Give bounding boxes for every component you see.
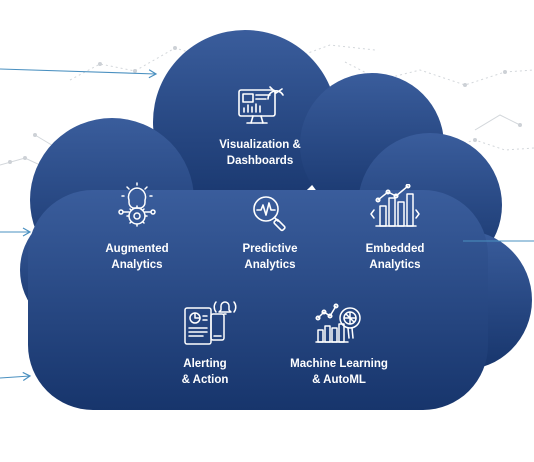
predictive-label-line2: Analytics [244,259,296,271]
bar-chart-code-icon [370,184,420,227]
connector-arrows [0,68,534,381]
feature-machine-learning-automl: Machine Learning & AutoML [283,300,395,388]
visualization-label-line2: Dashboards [226,155,294,167]
feature-augmented-analytics: Augmented Analytics [92,182,182,273]
alerting-label-line1: Alerting [183,358,227,370]
predictive-label-line1: Predictive [242,243,298,255]
brain-gear-icon [118,182,156,227]
report-bell-icon [184,301,237,345]
dashboard-monitor-icon [238,86,284,124]
augmented-label-line1: Augmented [105,243,169,255]
feature-alerting-action: Alerting & Action [160,296,250,388]
chart-magnifier-icon [315,303,361,343]
embedded-label-line1: Embedded [365,243,425,255]
visualization-label-line1: Visualization & [219,139,301,151]
magnifier-pulse-icon [253,196,286,232]
embedded-label-line2: Analytics [369,259,421,271]
ml-label-line1: Machine Learning [290,358,388,370]
alerting-label-line2: & Action [181,374,229,386]
augmented-label-line2: Analytics [111,259,163,271]
ml-label-line2: & AutoML [312,374,366,386]
feature-embedded-analytics: Embedded Analytics [350,184,440,273]
feature-visualization-dashboards: Visualization & Dashboards [205,83,315,169]
feature-predictive-analytics: Predictive Analytics [225,192,315,273]
